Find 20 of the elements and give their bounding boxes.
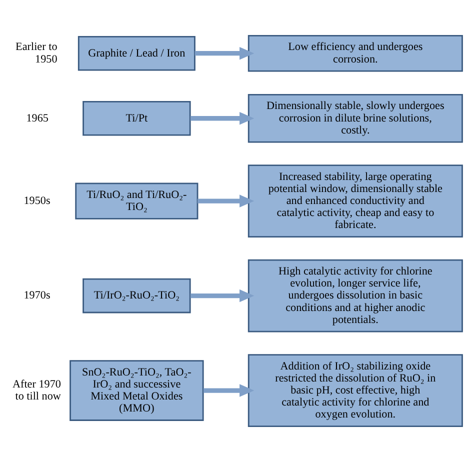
node-box: Graphite / Lead / Iron (78, 36, 196, 71)
node-box: Dimensionally stable, slowly undergoes corrosion in dilute brine solutions, costly. (248, 94, 463, 143)
node-label: Earlier to 1950 (16, 41, 58, 66)
arrow (190, 112, 254, 125)
node-box: Ti/Pt (82, 100, 191, 136)
node-label: 1965 (26, 112, 48, 124)
arrow (203, 384, 254, 397)
node-box: Low efficiency and undergoes corrosion. (248, 35, 463, 72)
arrow (198, 194, 254, 208)
node-box: Ti/RuO₂ and Ti/RuO₂-TiO₂ (75, 182, 198, 220)
node-label: After 1970 to till now (12, 378, 61, 402)
arrow (190, 289, 254, 302)
node-label: 1950s (24, 194, 50, 207)
node-label: 1970s (24, 290, 50, 302)
node-box: Addition of IrO₂ stabilizing oxide restricted the dissolution of RuO₂ in basic pH, cost effective, high catalytic activity for chlorine and oxygen evolution. (248, 354, 463, 427)
arrow (194, 46, 254, 60)
node-box: Increased stability, large operating potential window, dimensionally stable and enhanced conductivity and catalytic activity, cheap and easy to fabricate. (248, 164, 463, 238)
node-box: Ti/IrO₂-RuO₂-TiO₂ (82, 278, 191, 314)
node-box: High catalytic activity for chlorine evolution, longer service life, undergoes dissolution in basic conditions and at higher anodic potentials. (248, 259, 463, 332)
node-box: SnO₂-RuO₂-TiO₂, TaO₂-IrO₂ and successive Mixed Metal Oxides (MMO) (70, 360, 204, 421)
